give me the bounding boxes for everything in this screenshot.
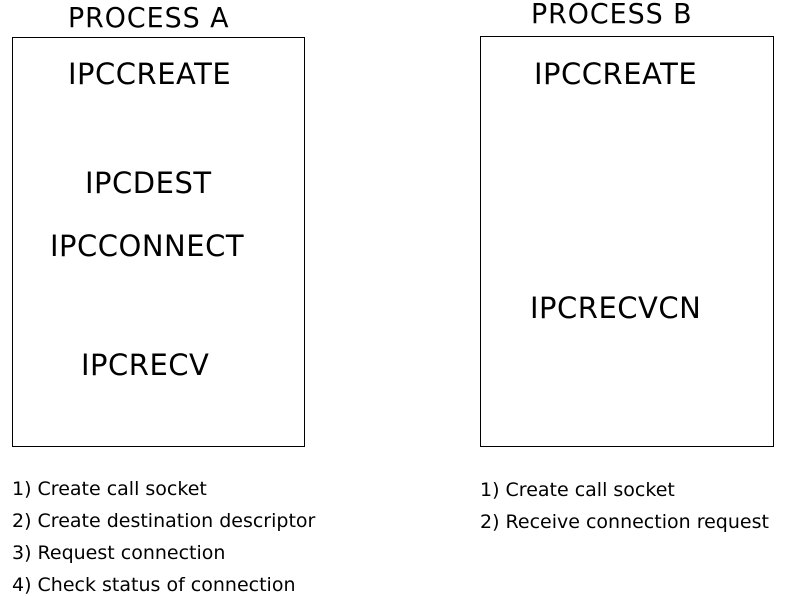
process-b-box bbox=[480, 36, 774, 447]
process-b-call-ipccreate: IPCCREATE bbox=[534, 57, 698, 91]
process-a-call-ipcdest: IPCDEST bbox=[85, 166, 212, 200]
process-b-title: PROCESS B bbox=[531, 0, 693, 30]
process-a-note-3: 3) Request connection bbox=[12, 542, 226, 564]
process-a-box bbox=[12, 37, 305, 447]
process-a-title: PROCESS A bbox=[68, 1, 230, 34]
process-a-note-1: 1) Create call socket bbox=[12, 478, 207, 500]
process-a-call-ipccreate: IPCCREATE bbox=[68, 57, 232, 91]
process-a-note-2: 2) Create destination descriptor bbox=[12, 510, 316, 532]
process-a-note-4: 4) Check status of connection bbox=[12, 574, 296, 596]
process-b-note-1: 1) Create call socket bbox=[480, 479, 675, 501]
process-b-call-ipcrecvcn: IPCRECVCN bbox=[530, 291, 702, 325]
process-b-note-2: 2) Receive connection request bbox=[480, 511, 769, 533]
process-a-call-ipcrecv: IPCRECV bbox=[81, 348, 210, 382]
process-a-call-ipcconnect: IPCCONNECT bbox=[50, 229, 245, 263]
